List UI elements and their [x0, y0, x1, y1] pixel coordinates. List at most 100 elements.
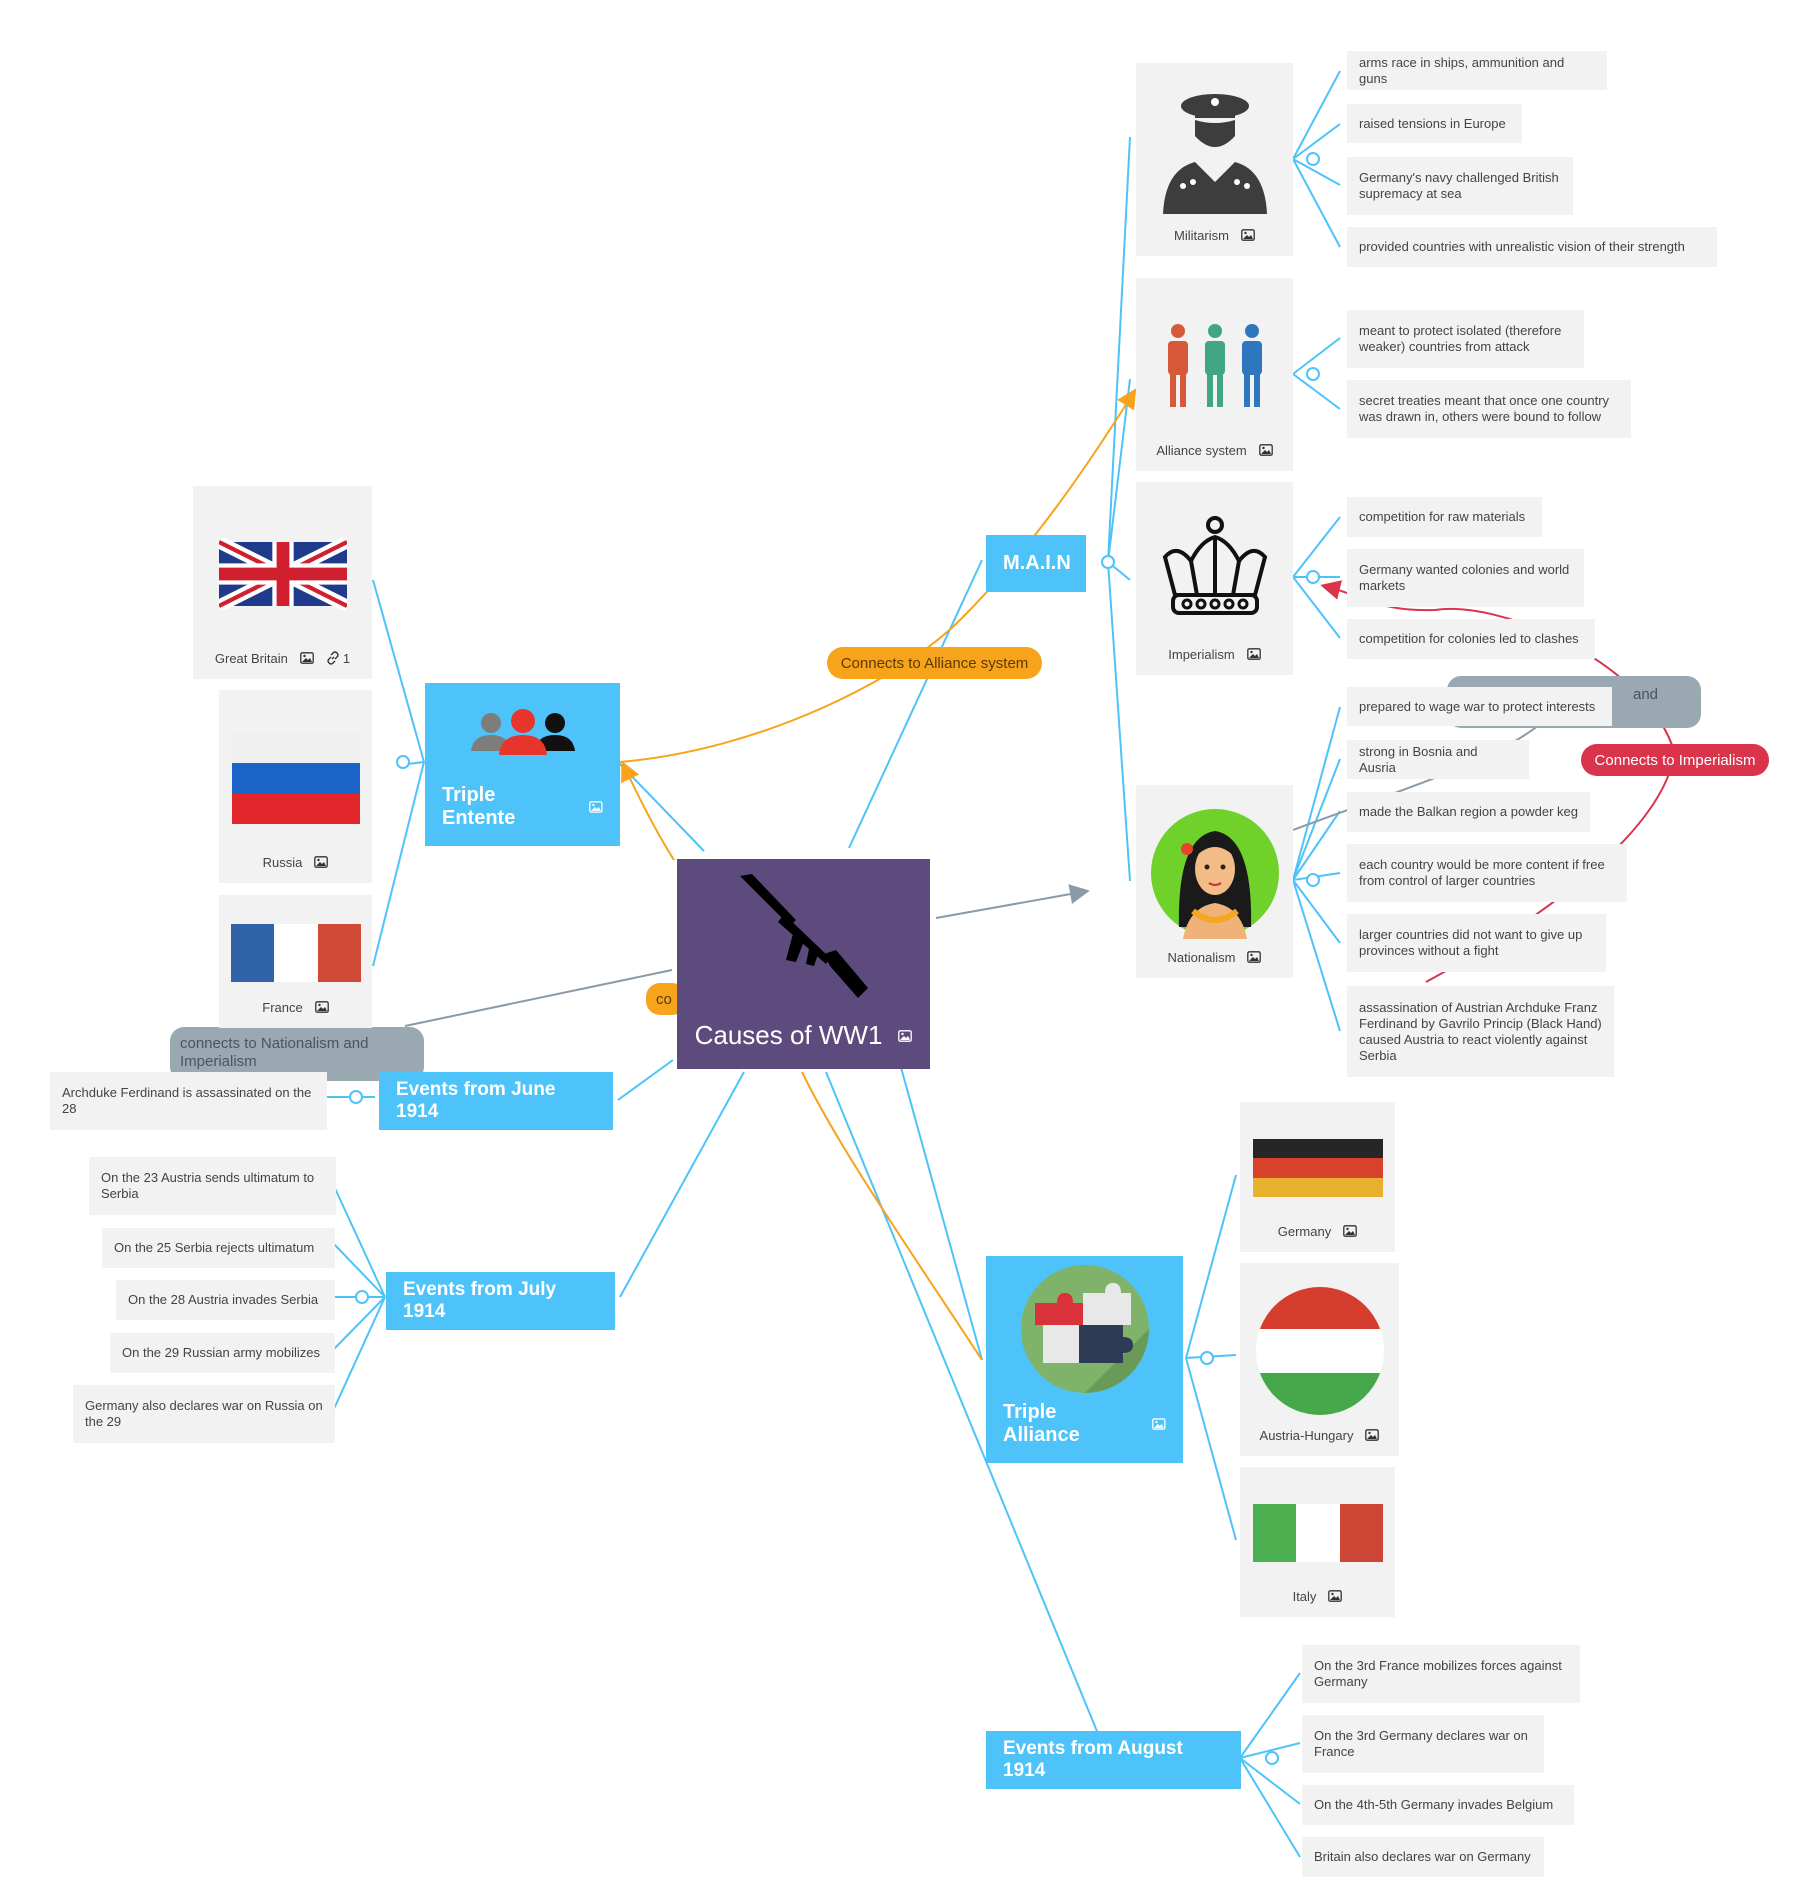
image-icon: [1328, 1590, 1343, 1602]
leaf-militarism-2[interactable]: raised tensions in Europe: [1347, 104, 1522, 143]
leaf-july-3[interactable]: On the 28 Austria invades Serbia: [116, 1280, 335, 1320]
italy-flag-icon: [1252, 1504, 1383, 1562]
leaf-text: raised tensions in Europe: [1359, 115, 1506, 131]
crown-icon: [1162, 515, 1267, 615]
france-image: [229, 907, 362, 998]
leaf-imperialism-3[interactable]: competition for colonies led to clashes: [1347, 619, 1595, 659]
topic-june-1914-label: Events from June 1914: [396, 1079, 556, 1122]
leaf-text: Archduke Ferdinand is assassinated on th…: [62, 1085, 312, 1116]
card-italy[interactable]: Italy: [1240, 1467, 1395, 1617]
nationalism-imperialism-relation-text: connects to Nationalism and Imperialism: [180, 1035, 369, 1070]
rifle-icon: [739, 873, 868, 998]
leaf-text: made the Balkan region a powder keg: [1359, 804, 1578, 819]
triple-alliance-image: [1003, 1256, 1166, 1401]
rifle-image: [677, 859, 930, 1020]
topic-june-1914[interactable]: Events from June 1914: [379, 1072, 613, 1130]
leaf-june-1[interactable]: Archduke Ferdinand is assassinated on th…: [50, 1072, 327, 1130]
austria-hungary-image: [1250, 1275, 1389, 1426]
imperialism-relation-label[interactable]: Connects to Imperialism: [1581, 744, 1769, 776]
leaf-nationalism-5[interactable]: larger countries did not want to give up…: [1347, 914, 1606, 972]
leaf-text: On the 3rd France mobilizes forces again…: [1314, 1658, 1562, 1689]
leaf-july-2[interactable]: On the 25 Serbia rejects ultimatum: [102, 1228, 335, 1268]
card-germany[interactable]: Germany: [1240, 1102, 1395, 1252]
topic-triple-entente[interactable]: Triple Entente: [425, 683, 620, 846]
card-nationalism-label: Nationalism: [1167, 949, 1236, 965]
leaf-august-4[interactable]: Britain also declares war on Germany: [1302, 1837, 1544, 1877]
card-nationalism[interactable]: Nationalism: [1136, 785, 1293, 978]
leaf-nationalism-3[interactable]: made the Balkan region a powder keg: [1347, 792, 1590, 832]
topic-main[interactable]: M.A.I.N: [986, 535, 1086, 592]
image-icon: [1258, 444, 1273, 456]
card-imperialism-label: Imperialism: [1168, 646, 1235, 662]
card-france-label: France: [262, 999, 303, 1015]
leaf-text: Germany also declares war on Russia on t…: [85, 1398, 323, 1429]
leaf-text: assassination of Austrian Archduke Franz…: [1359, 999, 1602, 1063]
card-militarism[interactable]: Militarism: [1136, 63, 1293, 256]
leaf-text: strong in Bosnia and Ausria: [1359, 743, 1478, 775]
leaf-august-3[interactable]: On the 4th-5th Germany invades Belgium: [1302, 1785, 1574, 1825]
leaf-august-2[interactable]: On the 3rd Germany declares war on Franc…: [1302, 1715, 1544, 1773]
leaf-militarism-3[interactable]: Germany's navy challenged British suprem…: [1347, 157, 1573, 215]
leaf-text: arms race in ships, ammunition and guns: [1359, 54, 1565, 86]
card-great-britain[interactable]: Great Britain 1: [193, 486, 372, 679]
leaf-text: On the 25 Serbia rejects ultimatum: [114, 1240, 315, 1255]
topic-july-1914[interactable]: Events from July 1914: [386, 1272, 615, 1330]
leaf-alliance-1[interactable]: meant to protect isolated (therefore wea…: [1347, 310, 1584, 368]
topic-august-1914[interactable]: Events from August 1914: [986, 1731, 1241, 1789]
union-jack-icon: [218, 537, 347, 610]
group-icon: [470, 708, 575, 755]
leaf-text: larger countries did not want to give up…: [1359, 927, 1583, 958]
nationalism-image: [1146, 797, 1283, 948]
leaf-militarism-4[interactable]: provided countries with unrealistic visi…: [1347, 227, 1717, 267]
card-austria-hungary-label: Austria-Hungary: [1259, 1427, 1354, 1443]
leaf-alliance-2[interactable]: secret treaties meant that once one coun…: [1347, 380, 1631, 438]
image-icon: [314, 1001, 329, 1013]
soldier-icon: [1162, 93, 1267, 214]
topic-triple-alliance[interactable]: Triple Alliance: [986, 1256, 1183, 1463]
central-topic[interactable]: Causes of WW1: [677, 859, 930, 1069]
alliance-system-image: [1146, 290, 1283, 441]
leaf-july-1[interactable]: On the 23 Austria sends ultimatum to Ser…: [89, 1157, 336, 1215]
leaf-text: Germany's navy challenged British suprem…: [1359, 170, 1559, 201]
russia-image: [229, 702, 362, 853]
link-count: 1: [342, 650, 351, 666]
leaf-nationalism-2[interactable]: strong in Bosnia and Ausria: [1347, 740, 1529, 779]
leaf-july-4[interactable]: On the 29 Russian army mobilizes: [110, 1333, 335, 1373]
image-icon: [589, 801, 603, 813]
leaf-nationalism-1[interactable]: prepared to wage war to protect interest…: [1347, 687, 1612, 726]
militarism-image: [1146, 75, 1283, 226]
card-great-britain-label: Great Britain: [214, 650, 288, 666]
puzzle-icon: [1020, 1264, 1149, 1393]
image-icon: [898, 1029, 913, 1042]
card-france[interactable]: France: [219, 895, 372, 1028]
topic-july-1914-label: Events from July 1914: [403, 1279, 557, 1322]
germany-image: [1250, 1114, 1385, 1222]
leaf-militarism-1[interactable]: arms race in ships, ammunition and guns: [1347, 51, 1607, 90]
card-imperialism[interactable]: Imperialism: [1136, 482, 1293, 675]
card-russia[interactable]: Russia: [219, 690, 372, 883]
leaf-imperialism-1[interactable]: competition for raw materials: [1347, 497, 1542, 537]
leaf-nationalism-4[interactable]: each country would be more content if fr…: [1347, 844, 1627, 902]
image-icon: [1152, 1418, 1166, 1430]
leaf-nationalism-6[interactable]: assassination of Austrian Archduke Franz…: [1347, 986, 1614, 1077]
leaf-text: provided countries with unrealistic visi…: [1359, 239, 1685, 254]
central-relation-text: co: [656, 990, 672, 1008]
alliance-relation-label[interactable]: Connects to Alliance system: [827, 647, 1042, 679]
leaf-text: On the 3rd Germany declares war on Franc…: [1314, 1728, 1528, 1759]
hidden-relation-text: and: [1633, 686, 1659, 703]
topic-triple-alliance-label: Triple Alliance: [1003, 1401, 1080, 1446]
germany-flag-icon: [1252, 1139, 1383, 1197]
leaf-text: Britain also declares war on Germany: [1314, 1849, 1531, 1864]
triple-entente-image: [442, 683, 603, 784]
leaf-imperialism-2[interactable]: Germany wanted colonies and world market…: [1347, 549, 1584, 607]
image-icon: [1365, 1429, 1380, 1441]
leaf-july-5[interactable]: Germany also declares war on Russia on t…: [73, 1385, 335, 1443]
card-austria-hungary[interactable]: Austria-Hungary: [1240, 1263, 1399, 1456]
woman-icon: [1150, 808, 1279, 939]
leaf-august-1[interactable]: On the 3rd France mobilizes forces again…: [1302, 1645, 1580, 1703]
card-alliance-system[interactable]: Alliance system: [1136, 278, 1293, 471]
image-icon: [1343, 1225, 1358, 1237]
leaf-text: On the 28 Austria invades Serbia: [128, 1292, 319, 1307]
